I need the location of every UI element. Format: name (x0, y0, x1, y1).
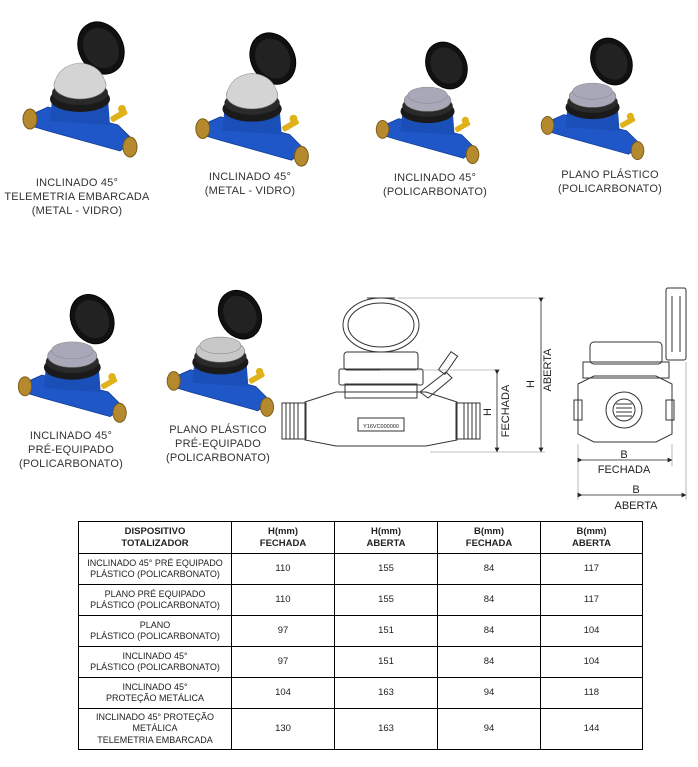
cell-b-fechada: 84 (437, 646, 541, 678)
cell-h-aberta: 151 (334, 646, 438, 678)
header-h-fechada: H(mm)FECHADA (231, 521, 335, 554)
cell-device: INCLINADO 45°PROTEÇÃO METÁLICA (78, 677, 232, 709)
cell-h-fechada: 110 (231, 584, 335, 616)
header-b-fechada: B(mm)FECHADA (437, 521, 541, 554)
cell-h-fechada: 97 (231, 615, 335, 647)
cell-b-fechada: 84 (437, 553, 541, 585)
cell-b-aberta: 144 (540, 708, 643, 750)
technical-drawings: Y16VC000000 H FECHADA H ABERTA B FECHADA… (281, 287, 687, 512)
caption-meter-1: INCLINADO 45° TELEMETRIA EMBARCADA (META… (4, 177, 150, 217)
cell-h-fechada: 104 (231, 677, 335, 709)
cell-b-aberta: 117 (540, 584, 643, 616)
table-row: INCLINADO 45°PLÁSTICO (POLICARBONATO) 97… (78, 646, 643, 678)
h-closed-label-fechada: FECHADA (500, 384, 512, 437)
cell-h-fechada: 110 (231, 553, 335, 585)
cell-h-fechada: 130 (231, 708, 335, 750)
h-closed-label-h: H (482, 408, 494, 416)
cell-b-fechada: 84 (437, 615, 541, 647)
cell-b-aberta: 104 (540, 615, 643, 647)
header-b-aberta: B(mm)ABERTA (540, 521, 643, 554)
water-meter-image-3 (375, 41, 480, 165)
water-meter-image-6 (166, 289, 275, 417)
nameplate-text: Y16VC000000 (363, 424, 399, 430)
water-meter-image-5 (17, 294, 127, 423)
cell-b-aberta: 118 (540, 677, 643, 709)
water-meter-image-2 (195, 32, 309, 167)
front-view-drawing (573, 287, 687, 500)
h-open-label-aberta: ABERTA (542, 348, 554, 392)
cell-h-aberta: 155 (334, 553, 438, 585)
caption-meter-3: INCLINADO 45° (POLICARBONATO) (382, 172, 488, 198)
cell-b-fechada: 84 (437, 584, 541, 616)
cell-h-aberta: 163 (334, 677, 438, 709)
table-row: INCLINADO 45°PROTEÇÃO METÁLICA 104 163 9… (78, 677, 643, 709)
cell-b-aberta: 117 (540, 553, 643, 585)
cell-b-fechada: 94 (437, 708, 541, 750)
cell-h-aberta: 151 (334, 615, 438, 647)
cell-device: INCLINADO 45°PLÁSTICO (POLICARBONATO) (78, 646, 232, 678)
header-h-aberta: H(mm)ABERTA (334, 521, 438, 554)
cell-h-aberta: 163 (334, 708, 438, 750)
caption-meter-4: PLANO PLÁSTICO (POLICARBONATO) (557, 169, 663, 195)
caption-meter-6: PLANO PLÁSTICO PRÉ-EQUIPADO (POLICARBONA… (165, 424, 271, 464)
cell-h-aberta: 155 (334, 584, 438, 616)
b-closed-label-fechada: FECHADA (598, 464, 651, 476)
b-open-label-b: B (632, 484, 639, 496)
caption-meter-2: INCLINADO 45° (METAL - VIDRO) (204, 171, 296, 197)
h-open-label-h: H (525, 380, 537, 388)
caption-meter-5: INCLINADO 45° PRÉ-EQUIPADO (POLICARBONAT… (18, 430, 124, 470)
water-meter-image-4 (540, 37, 645, 161)
cell-h-fechada: 97 (231, 646, 335, 678)
side-view-drawing (281, 297, 545, 453)
b-open-label-aberta: ABERTA (615, 500, 659, 512)
water-meter-image-1 (22, 21, 138, 158)
cell-b-aberta: 104 (540, 646, 643, 678)
cell-b-fechada: 94 (437, 677, 541, 709)
b-closed-label-b: B (620, 449, 627, 461)
